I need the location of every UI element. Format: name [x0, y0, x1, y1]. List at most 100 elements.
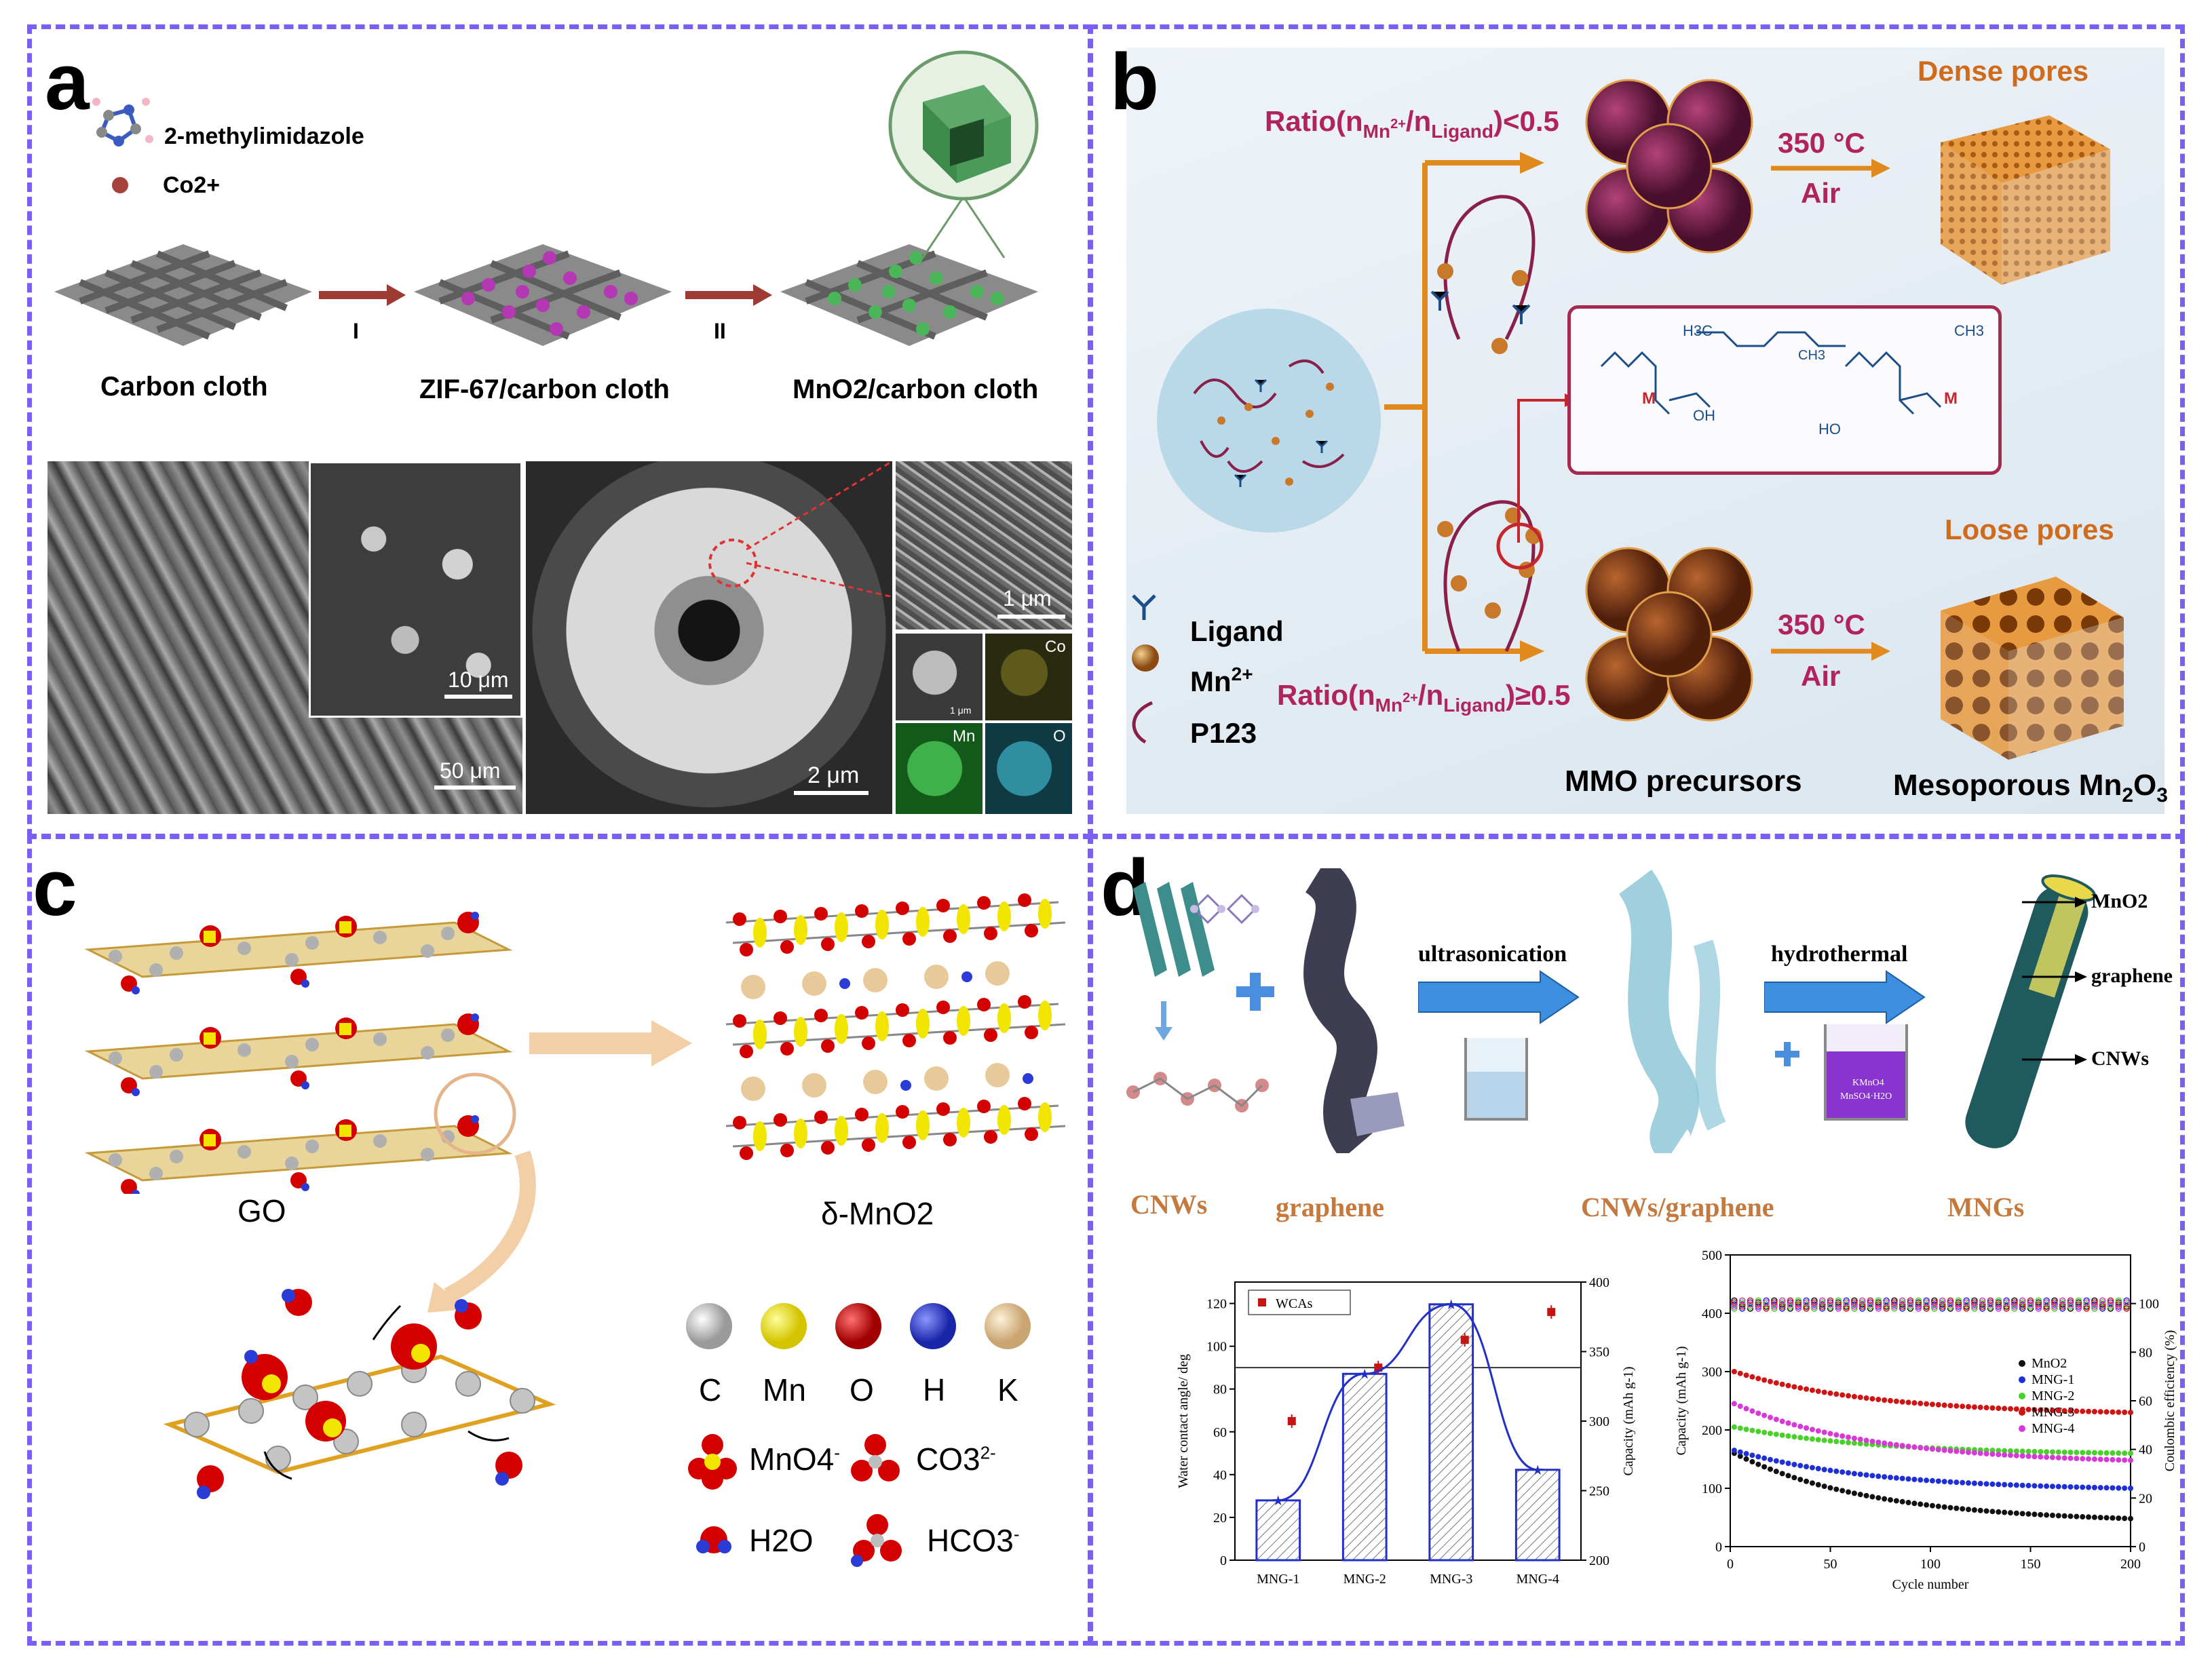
capacity-point	[1761, 1412, 1768, 1418]
capacity-point	[1749, 1452, 1755, 1458]
legend-text: MNG-3	[2032, 1405, 2074, 1420]
capacity-point	[1953, 1448, 1960, 1454]
label-cnws-graphene: CNWs/graphene	[1581, 1192, 1774, 1222]
capacity-point	[1743, 1372, 1749, 1378]
capacity-point	[1911, 1500, 1918, 1507]
capacity-point	[1935, 1447, 1941, 1453]
y-tick-label: 120	[1206, 1297, 1227, 1312]
panel-d-frame	[1088, 834, 2185, 1646]
sem-image-nanosheets	[896, 461, 1072, 629]
capacity-point	[2110, 1456, 2116, 1462]
temperature-bottom: 350 °C	[1778, 608, 1865, 640]
capacity-point	[1791, 1461, 1797, 1467]
ce-point	[1851, 1299, 1858, 1306]
eds-map-co	[985, 634, 1072, 720]
capacity-point	[1779, 1418, 1785, 1425]
y2-tick-label: 350	[1589, 1345, 1609, 1360]
ce-point	[2115, 1305, 2122, 1312]
capacity-point	[1846, 1393, 1852, 1399]
capacity-point	[2032, 1511, 2038, 1517]
ce-point	[1803, 1299, 1810, 1306]
capacity-point	[1827, 1467, 1833, 1473]
scale-bar-nano: 1 μm	[1003, 586, 1052, 611]
capacity-point	[1996, 1509, 2002, 1515]
y-tick-label: 400	[1702, 1306, 1722, 1321]
y2-tick-label: 40	[2139, 1443, 2152, 1458]
capacity-point	[1839, 1433, 1846, 1439]
capacity-point	[2103, 1485, 2110, 1491]
ratio-low-post: )<0.5	[1493, 105, 1559, 137]
ce-point	[2043, 1301, 2050, 1308]
capacity-bar	[1514, 1469, 1561, 1562]
ce-point	[1899, 1299, 1906, 1306]
permanganate-icon	[688, 1434, 737, 1490]
ce-point	[1995, 1301, 2002, 1308]
ce-point	[1947, 1299, 1954, 1306]
carbon-cloth-graphic	[54, 244, 312, 346]
capacity-point	[2116, 1515, 2122, 1522]
capacity-point	[2038, 1454, 2044, 1460]
x-tick-label: MNG-1	[1257, 1572, 1299, 1587]
capacity-point	[2008, 1510, 2013, 1516]
capacity-point	[2049, 1408, 2055, 1414]
capacity-point	[2049, 1449, 2055, 1455]
capacity-point	[1893, 1398, 1899, 1404]
capacity-point	[1779, 1459, 1785, 1465]
y-tick-label: 0	[1715, 1540, 1722, 1555]
capacity-point	[1983, 1508, 1989, 1514]
delta-mno2-structure	[725, 893, 1067, 1161]
capacity-point	[1804, 1425, 1810, 1431]
capacity-point	[1996, 1481, 2002, 1488]
capacity-point	[2080, 1514, 2086, 1520]
product-sub2: 3	[2156, 784, 2168, 807]
capacity-point	[1797, 1385, 1804, 1391]
legend-mn-sup: 2+	[1231, 663, 1253, 684]
scale-bar-flower-line	[794, 791, 869, 795]
y-tick-label: 80	[1213, 1382, 1227, 1397]
legend-mno4-text: MnO4	[749, 1441, 835, 1477]
x-tick-label: 100	[1920, 1557, 1941, 1572]
ratio-high-mid: /n	[1417, 679, 1444, 711]
cnw-graphene-composite-graphic	[1618, 870, 1726, 1153]
label-cnws: CNWs	[1130, 1189, 1208, 1220]
capacity-point	[2122, 1485, 2128, 1491]
capacity-point	[2128, 1486, 2133, 1491]
mno2-cloth-graphic	[780, 244, 1038, 346]
ce-point	[1858, 1297, 1866, 1304]
ultrasonication-label: ultrasonication	[1418, 942, 1567, 967]
ce-point	[2027, 1301, 2034, 1308]
capacity-point	[1911, 1444, 1918, 1450]
water-icon	[696, 1526, 731, 1553]
legend-hco3: HCO3-	[927, 1525, 1019, 1556]
capacity-point	[1737, 1449, 1743, 1455]
capacity-point	[2122, 1515, 2128, 1522]
hydroxyl-label-2: HO	[1818, 421, 1841, 438]
ce-point	[2067, 1299, 2074, 1306]
legend-marker	[2019, 1360, 2025, 1367]
mn-ion-legend-icon	[1132, 644, 1159, 672]
product-sub1: 2	[2122, 784, 2134, 807]
ce-point	[1923, 1297, 1930, 1304]
ce-point	[1987, 1301, 1994, 1308]
capacity-point	[1966, 1507, 1972, 1513]
capacity-point	[1960, 1506, 1966, 1512]
capacity-point	[2091, 1484, 2097, 1490]
ce-point	[1875, 1305, 1882, 1312]
capacity-point	[2008, 1452, 2013, 1458]
capacity-point	[1797, 1423, 1804, 1429]
capacity-point	[1761, 1455, 1768, 1461]
loose-pores-label: Loose pores	[1945, 514, 2114, 545]
product-pre: Mesoporous Mn	[1893, 769, 2122, 802]
step-label-2: II	[714, 319, 726, 343]
ce-point	[1738, 1297, 1746, 1304]
ce-point	[1827, 1299, 1834, 1306]
x-tick-label: 50	[1824, 1557, 1837, 1572]
capacity-point	[1815, 1437, 1821, 1443]
scale-bar-nano-line	[997, 615, 1065, 619]
hollow-cube-zoom-graphic	[888, 50, 1039, 258]
capacity-point	[1888, 1497, 1893, 1503]
capacity-bar	[1255, 1499, 1301, 1562]
ce-point	[1867, 1299, 1874, 1306]
capacity-point	[2013, 1406, 2019, 1412]
capacity-point	[1851, 1440, 1857, 1446]
